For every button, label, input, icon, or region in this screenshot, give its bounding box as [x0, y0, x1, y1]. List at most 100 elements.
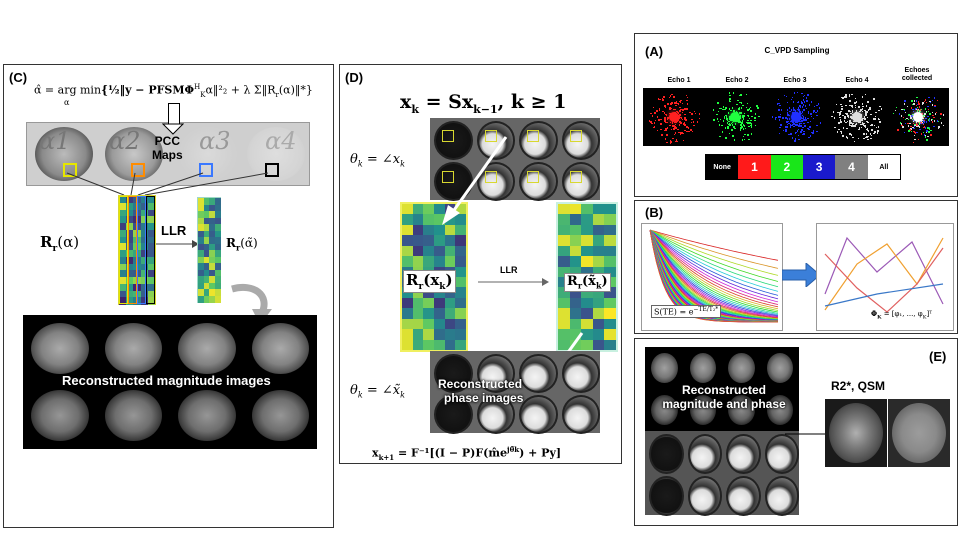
heatmap-cell [434, 339, 446, 350]
heatmap-cell [126, 250, 134, 258]
heatmap-cell [147, 223, 156, 231]
sampling-point [870, 134, 873, 137]
heatmap-cell [203, 282, 210, 290]
heatmap-cell [455, 339, 466, 350]
sampling-point [915, 108, 918, 111]
rr-alpha-matrix [118, 195, 156, 305]
pcc-map-4 [247, 127, 305, 181]
beq-rest: = F⁻¹[(I − P)F(m̂e [394, 446, 508, 460]
sampling-point [916, 106, 919, 109]
sampling-point [908, 114, 910, 116]
alpha-label-2: α2 [109, 127, 141, 155]
sampling-point [754, 124, 757, 127]
sampling-point [654, 119, 657, 122]
heatmap-cell [402, 214, 414, 226]
phase-slice [561, 121, 600, 160]
heatmap-cell [126, 223, 134, 231]
sampling-point [911, 100, 914, 102]
sampling-point [812, 117, 815, 120]
rr-alpha-r: R [40, 233, 53, 251]
rr-xk-label: Rr(xk) [403, 270, 456, 293]
sampling-point [942, 124, 945, 127]
heatmap-cell [423, 256, 435, 268]
sampling-point [664, 118, 666, 121]
theta-top-rhs: = ∠x [362, 152, 401, 167]
heatmap-cell [558, 245, 571, 257]
sampling-point [913, 134, 915, 137]
phase-images-top [430, 118, 600, 201]
sampling-point [739, 116, 741, 118]
sampling-point [783, 94, 786, 97]
sampling-point [861, 122, 864, 124]
phase-slice [561, 354, 600, 393]
sampling-point [862, 105, 865, 108]
phase-roi-box [442, 130, 454, 142]
title-mid: = Sx [418, 91, 474, 113]
sampling-point [659, 98, 661, 101]
sampling-point [789, 124, 792, 126]
sampling-point [730, 122, 733, 125]
sampling-point [742, 104, 744, 107]
pcc-label-line1: PCC [154, 134, 181, 148]
sampling-point [666, 141, 668, 144]
heatmap-cell [434, 329, 446, 341]
sampling-point [865, 111, 867, 113]
sampling-point [866, 120, 868, 123]
heatmap-cell [147, 243, 156, 251]
sampling-point [802, 104, 805, 106]
sampling-point [725, 107, 727, 109]
sampling-point [662, 99, 664, 101]
sampling-point [917, 138, 920, 141]
sampling-point [880, 108, 883, 110]
r2-map [825, 399, 887, 467]
heatmap-cell [423, 214, 435, 226]
phase-slice [476, 354, 515, 393]
sampling-point [937, 127, 940, 129]
sampling-point [860, 123, 862, 126]
sampling-point [786, 123, 789, 126]
heatmap-cell [558, 329, 571, 341]
heatmap-cell [423, 204, 435, 215]
sampling-point [812, 132, 814, 134]
sampling-point [870, 124, 872, 126]
sampling-point [816, 114, 818, 117]
sampling-point [669, 95, 672, 97]
arrow-top-to-left-head [442, 205, 460, 225]
heatmap-cell [569, 329, 582, 341]
eq-body: {½‖y − PFSMΦ [101, 83, 195, 97]
sampling-point [726, 119, 729, 122]
sampling-point [722, 120, 725, 122]
heatmap-cell [558, 318, 571, 330]
sampling-point [929, 113, 931, 115]
sampling-point [750, 110, 752, 112]
decay-curve [649, 229, 779, 311]
heatmap-cell [412, 214, 424, 226]
sampling-point [809, 120, 812, 123]
sampling-point [808, 136, 810, 139]
sampling-point [925, 111, 928, 114]
sampling-point [720, 107, 722, 110]
heatmap-cell [592, 318, 605, 330]
sampling-point [732, 135, 734, 137]
decay-curve [649, 229, 779, 310]
panel-d-bottom-equation: xk+1 = F⁻¹[(I − P)F(m̂ejθ̃k) + Py] [372, 445, 561, 462]
sampling-point [748, 117, 751, 120]
sampling-point [838, 114, 841, 116]
sampling-point [650, 121, 652, 123]
heatmap-cell [455, 308, 466, 320]
heatmap-cell [203, 243, 210, 251]
sampling-point [681, 132, 684, 134]
sampling-point [840, 121, 842, 123]
theta-top-rhs-sub: k [400, 159, 405, 169]
sampling-point [922, 102, 924, 104]
sampling-point [902, 116, 904, 119]
heatmap-cell [423, 339, 435, 350]
phase-slice [434, 121, 473, 160]
heatmap-cell [119, 297, 127, 305]
sampling-point [842, 127, 845, 129]
sampling-point [863, 124, 865, 127]
sampling-point [850, 134, 853, 136]
heatmap-cell [569, 339, 582, 350]
roi-box-black [265, 163, 279, 177]
sampling-point [747, 122, 749, 124]
